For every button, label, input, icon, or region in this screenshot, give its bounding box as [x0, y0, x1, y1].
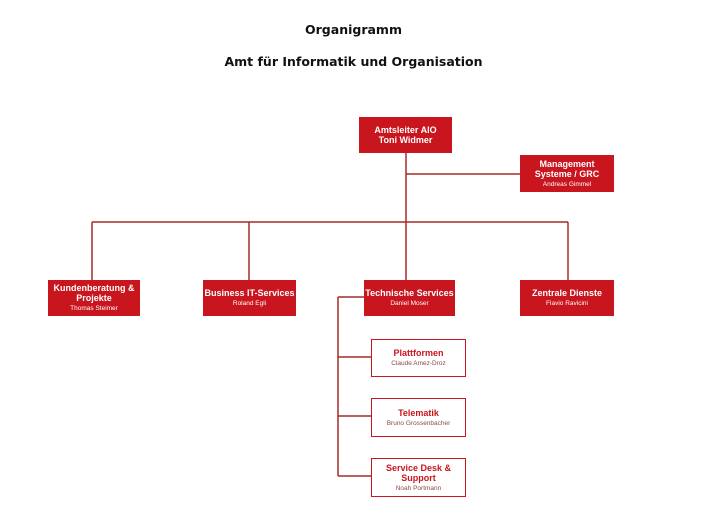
org-box-staff: Management Systeme / GRC Andreas Gimmel: [520, 155, 614, 192]
org-box-role: Telematik: [398, 407, 439, 418]
org-box-subunit: Service Desk & Support Noah Portmann: [371, 458, 466, 497]
org-box-head: Amtsleiter AIO Toni Widmer: [359, 117, 452, 153]
org-box-person: Thomas Steimer: [70, 305, 118, 312]
org-box-person: Flavio Ravicini: [546, 300, 588, 307]
org-box-division: Zentrale Dienste Flavio Ravicini: [520, 280, 614, 316]
org-box-person: Andreas Gimmel: [542, 180, 592, 188]
page-title: Organigramm: [305, 22, 402, 37]
org-box-person: Bruno Grossenbacher: [386, 419, 451, 427]
org-box-role: Technische Services: [365, 288, 454, 298]
org-box-subunit: Telematik Bruno Grossenbacher: [371, 398, 466, 437]
org-box-role: Kundenberatung & Projekte: [53, 283, 135, 303]
page-subtitle: Amt für Informatik und Organisation: [224, 54, 483, 69]
org-box-role: Business IT-Services: [204, 288, 295, 298]
org-box-division: Kundenberatung & Projekte Thomas Steimer: [48, 280, 140, 316]
org-box-role: Plattformen: [393, 348, 444, 358]
org-box-division: Technische Services Daniel Moser: [364, 280, 455, 316]
org-box-role: Service Desk & Support: [385, 462, 452, 483]
org-box-person: Noah Portmann: [395, 484, 442, 492]
org-box-role: Management Systeme / GRC: [534, 158, 600, 179]
org-box-person: Daniel Moser: [390, 300, 429, 307]
org-box-division: Business IT-Services Roland Egli: [203, 280, 296, 316]
org-box-subunit: Plattformen Claude Amez-Droz: [371, 339, 466, 377]
org-box-role: Amtsleiter AIO: [374, 125, 437, 135]
org-box-person: Claude Amez-Droz: [391, 360, 446, 367]
org-box-person: Toni Widmer: [378, 135, 433, 145]
org-box-role: Zentrale Dienste: [531, 288, 603, 298]
org-box-person: Roland Egli: [232, 300, 267, 307]
